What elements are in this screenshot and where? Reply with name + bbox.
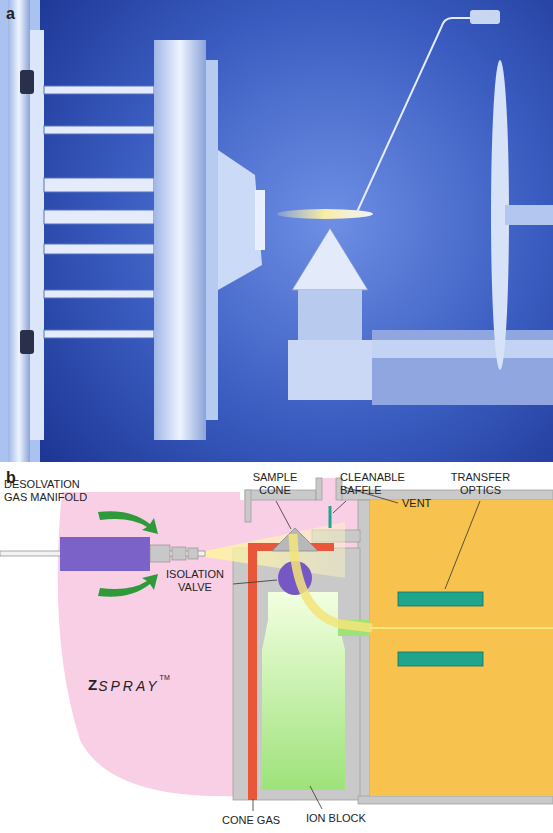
brand-label: SPRAY	[98, 678, 159, 695]
part-label: ION BLOCK	[306, 812, 366, 825]
part-label: ISOLATION VALVE	[158, 568, 232, 594]
brand-mark: TM	[160, 674, 170, 682]
part-label: DESOLVATION GAS MANIFOLD	[4, 478, 99, 504]
part-label: SAMPLE CONE	[244, 471, 306, 497]
part-label: VENT	[402, 497, 431, 510]
part-label: CLEANABLE BAFFLE	[340, 471, 412, 497]
brand-label: Z	[88, 676, 97, 694]
part-label: TRANSFER OPTICS	[443, 471, 518, 497]
part-label: CONE GAS	[222, 814, 280, 827]
panel-letter: a	[6, 4, 15, 23]
